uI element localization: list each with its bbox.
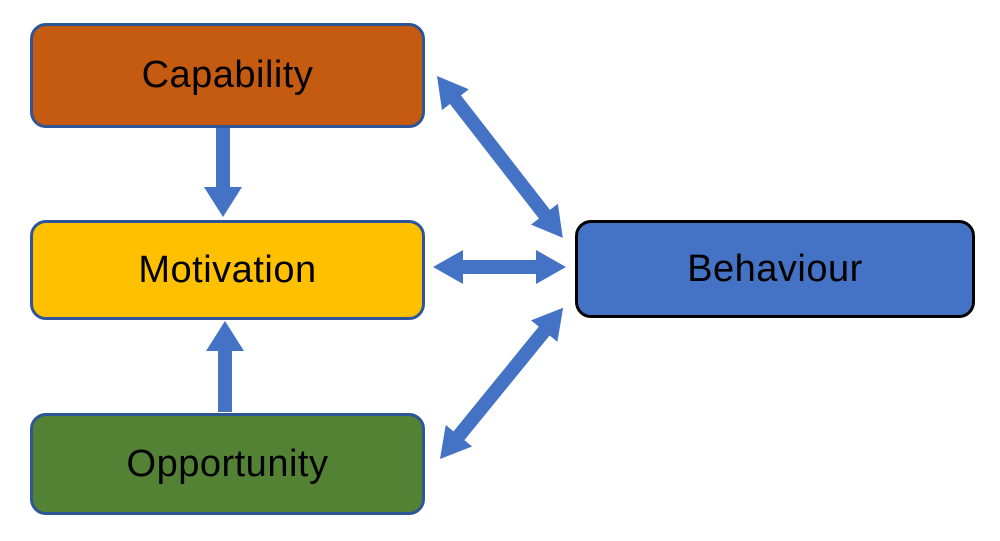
arrow-capability-behaviour-icon	[437, 76, 563, 238]
node-capability: Capability	[30, 23, 425, 128]
node-capability-label: Capability	[141, 54, 314, 96]
node-opportunity-label: Opportunity	[126, 442, 329, 485]
node-behaviour-label: Behaviour	[687, 247, 863, 290]
node-motivation-label: Motivation	[138, 248, 317, 291]
arrow-motivation-behaviour-icon	[433, 250, 566, 284]
node-motivation: Motivation	[30, 220, 425, 320]
node-behaviour: Behaviour	[575, 220, 975, 318]
arrow-opportunity-to-motivation-icon	[206, 321, 244, 412]
arrow-capability-to-motivation-icon	[204, 128, 242, 217]
node-opportunity: Opportunity	[30, 413, 425, 515]
arrow-opportunity-behaviour-icon	[440, 307, 564, 459]
